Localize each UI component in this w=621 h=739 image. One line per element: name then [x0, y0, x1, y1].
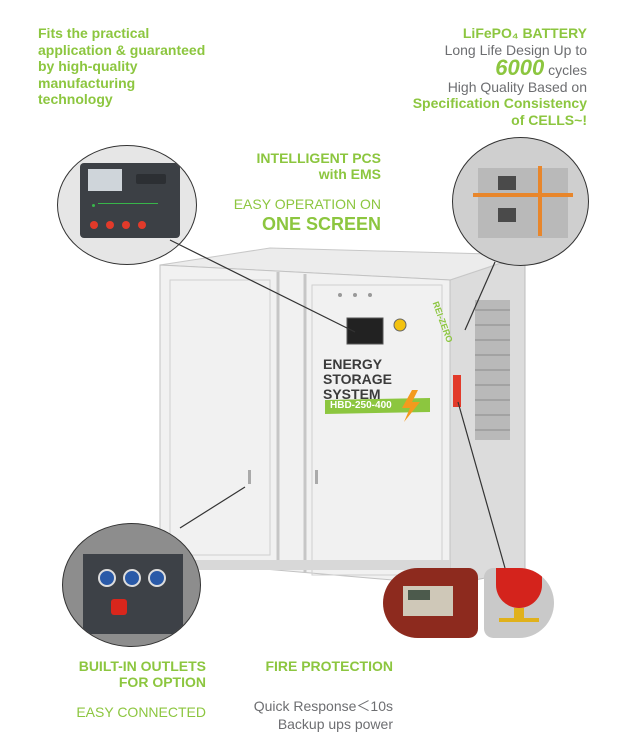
label-system: SYSTEM [323, 386, 381, 402]
model-band [325, 398, 430, 414]
tagline-line: manufacturing [38, 74, 136, 91]
tagline-line: application & guaranteed [38, 41, 206, 58]
label-energy: ENERGY [323, 356, 383, 372]
battery-zoom-circle [452, 137, 589, 266]
emergency-button [393, 318, 407, 332]
model-number: HBD-250-400 [330, 400, 392, 411]
battery-cycles: 6000 cycles [413, 57, 587, 79]
pcs-sub1: EASY OPERATION ON [233, 196, 381, 212]
outlets-title2: FOR OPTION [118, 674, 206, 690]
battery-line1: Long Life Design Up to [444, 41, 587, 58]
fire-line2: Backup ups power [277, 716, 393, 732]
cycles-unit: cycles [548, 62, 587, 78]
fire-line1: Quick Response＜10s [253, 698, 393, 714]
top-left-tagline: Fits the practical application & guarant… [38, 25, 205, 108]
outlets-block: BUILT-IN OUTLETS FOR OPTION EASY CONNECT… [76, 658, 206, 720]
outlets-sub: EASY CONNECTED [76, 704, 206, 720]
lcd-display [88, 169, 122, 191]
label-storage: STORAGE [323, 371, 392, 387]
battery-line3: High Quality Based on [447, 78, 587, 95]
tagline-line: Fits the practical [38, 25, 150, 41]
warning-sticker [453, 375, 461, 407]
fire-title: FIRE PROTECTION [265, 658, 393, 674]
tagline-line: by high-quality [38, 58, 138, 74]
pcs-zoom-circle [57, 145, 197, 265]
energy-storage-container [159, 247, 526, 586]
lightning-icon [402, 390, 420, 422]
tagline-line: technology [38, 91, 113, 107]
fire-extinguisher-photo [484, 568, 554, 638]
pcs-sub2: ONE SCREEN [261, 214, 381, 234]
pcs-title2: with EMS [318, 166, 381, 182]
battery-title: LiFePO₄ BATTERY [462, 25, 587, 41]
cycles-number: 6000 [495, 55, 545, 80]
container-label: ENERGY STORAGE SYSTEM [323, 357, 392, 402]
vent-grille [475, 300, 510, 440]
fire-panel-photo [383, 568, 478, 638]
battery-block: LiFePO₄ BATTERY Long Life Design Up to 6… [413, 25, 587, 128]
pcs-block: INTELLIGENT PCS with EMS EASY OPERATION … [234, 150, 381, 235]
battery-line5: of CELLS~! [511, 111, 587, 128]
fire-block: FIRE PROTECTION Quick Response＜10s Backu… [254, 658, 393, 732]
outlets-zoom-circle [62, 523, 201, 647]
outlet-panel [83, 554, 183, 634]
battery-module [478, 168, 568, 238]
outlets-title1: BUILT-IN OUTLETS [78, 658, 206, 674]
pcs-title1: INTELLIGENT PCS [256, 150, 381, 166]
battery-line4: Specification Consistency [412, 95, 587, 111]
